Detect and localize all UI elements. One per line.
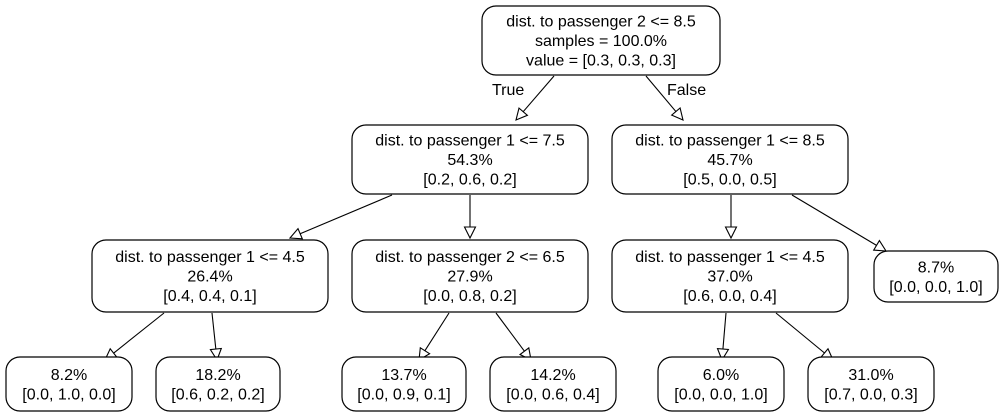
node-line: dist. to passenger 2 <= 6.5 <box>375 249 565 266</box>
node-line: [0.0, 1.0, 0.0] <box>22 386 115 403</box>
edge-line <box>522 75 555 113</box>
edge-line <box>722 312 727 350</box>
tree-node-n3: dist. to passenger 1 <= 4.5 26.4% [0.4, 0.… <box>91 239 329 313</box>
node-box <box>91 239 329 313</box>
node-box <box>611 124 849 195</box>
tree-node-n8: 18.2% [0.6, 0.2, 0.2] <box>155 356 281 412</box>
edge-root-to-n1: True <box>492 75 555 121</box>
nodes-layer: dist. to passenger 2 <= 8.5 samples = 100… <box>5 5 999 412</box>
node-line: 14.2% <box>530 367 575 384</box>
node-line: 18.2% <box>195 367 240 384</box>
node-line: dist. to passenger 1 <= 4.5 <box>635 249 825 266</box>
edge-n3-to-n8 <box>209 312 223 362</box>
edge-line <box>211 312 217 350</box>
node-line: 26.4% <box>187 269 232 286</box>
edge-line <box>424 312 450 352</box>
edge-n4-to-n9 <box>418 312 450 362</box>
node-line: [0.0, 0.8, 0.2] <box>423 288 516 305</box>
edge-root-to-n2: False <box>645 75 706 121</box>
node-box <box>807 356 935 412</box>
tree-node-n6: 8.7% [0.0, 0.0, 1.0] <box>873 250 999 303</box>
node-line: 31.0% <box>848 367 893 384</box>
node-line: 27.9% <box>447 269 492 286</box>
arrowhead <box>872 239 888 252</box>
node-box <box>351 124 589 195</box>
arrowhead <box>209 347 223 362</box>
node-box <box>155 356 281 412</box>
node-box <box>489 356 617 412</box>
node-line: [0.7, 0.0, 0.3] <box>824 386 917 403</box>
tree-node-n11: 6.0% [0.0, 0.0, 1.0] <box>657 356 785 412</box>
edge-line <box>645 75 677 112</box>
edge-line <box>299 194 393 235</box>
edge-label-false: False <box>667 82 706 99</box>
tree-node-n4: dist. to passenger 2 <= 6.5 27.9% [0.0, 0.… <box>351 239 589 313</box>
node-line: dist. to passenger 1 <= 7.5 <box>375 133 565 150</box>
tree-node-n2: dist. to passenger 1 <= 8.5 45.7% [0.5, 0.… <box>611 124 849 195</box>
arrowhead <box>716 347 730 362</box>
node-box <box>5 356 133 412</box>
node-box <box>481 5 721 76</box>
node-line: [0.5, 0.0, 0.5] <box>683 172 776 189</box>
edge-line <box>791 194 877 246</box>
node-line: dist. to passenger 1 <= 8.5 <box>635 133 825 150</box>
edge-n1-to-n4 <box>463 195 477 240</box>
node-line: 13.7% <box>381 367 426 384</box>
edge-n5-to-n12 <box>775 312 834 361</box>
node-line: 6.0% <box>703 367 739 384</box>
node-line: 37.0% <box>707 269 752 286</box>
tree-node-n7: 8.2% [0.0, 1.0, 0.0] <box>5 356 133 412</box>
edge-label-true: True <box>492 82 524 99</box>
tree-node-n9: 13.7% [0.0, 0.9, 0.1] <box>341 356 467 412</box>
node-line: [0.0, 0.0, 1.0] <box>889 279 982 296</box>
arrowhead <box>288 227 304 240</box>
tree-node-n5: dist. to passenger 1 <= 4.5 37.0% [0.6, 0.… <box>611 239 849 313</box>
node-line: 45.7% <box>707 152 752 169</box>
node-line: [0.0, 0.9, 0.1] <box>357 386 450 403</box>
tree-node-n12: 31.0% [0.7, 0.0, 0.3] <box>807 356 935 412</box>
arrowhead <box>724 226 738 240</box>
node-line: samples = 100.0% <box>535 33 667 50</box>
node-box <box>351 239 589 313</box>
edge-line <box>775 312 825 354</box>
tree-node-root: dist. to passenger 2 <= 8.5 samples = 100… <box>481 5 721 76</box>
edge-n3-to-n7 <box>104 312 165 361</box>
node-line: 54.3% <box>447 152 492 169</box>
arrowhead <box>515 107 529 121</box>
node-box <box>873 250 999 303</box>
edge-line <box>113 312 165 354</box>
node-line: 8.7% <box>918 259 954 276</box>
arrowhead <box>463 226 477 240</box>
tree-node-n1: dist. to passenger 1 <= 7.5 54.3% [0.2, 0.… <box>351 124 589 195</box>
node-box <box>611 239 849 313</box>
tree-node-n10: 14.2% [0.0, 0.6, 0.4] <box>489 356 617 412</box>
node-box <box>341 356 467 412</box>
node-line: [0.0, 0.0, 1.0] <box>674 386 767 403</box>
node-line: [0.4, 0.4, 0.1] <box>163 288 256 305</box>
edge-n5-to-n11 <box>716 312 730 362</box>
node-line: value = [0.3, 0.3, 0.3] <box>526 53 676 70</box>
arrowhead <box>670 107 684 121</box>
node-box <box>657 356 785 412</box>
node-line: [0.6, 0.0, 0.4] <box>683 288 776 305</box>
edge-n4-to-n10 <box>495 312 532 361</box>
edge-n1-to-n3 <box>288 194 393 240</box>
node-line: [0.6, 0.2, 0.2] <box>171 386 264 403</box>
edges-layer: True False <box>104 75 888 362</box>
edge-n2-to-n5 <box>724 195 738 240</box>
node-line: 8.2% <box>51 367 87 384</box>
node-line: dist. to passenger 2 <= 8.5 <box>506 14 696 31</box>
edge-n2-to-n6 <box>791 194 888 252</box>
node-line: dist. to passenger 1 <= 4.5 <box>115 249 305 266</box>
node-line: [0.0, 0.6, 0.4] <box>506 386 599 403</box>
node-line: [0.2, 0.6, 0.2] <box>423 172 516 189</box>
edge-line <box>495 312 525 352</box>
